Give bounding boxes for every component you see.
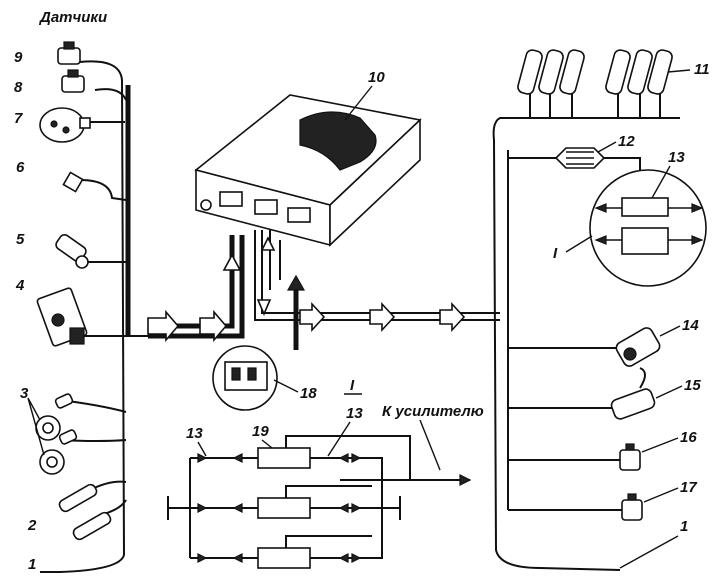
label-17: 17	[680, 479, 697, 496]
label-13-a: 13	[186, 425, 203, 442]
component-12	[554, 147, 606, 169]
label-14: 14	[682, 317, 699, 334]
label-to-amplifier: К усилителю	[382, 403, 484, 420]
label-5: 5	[16, 231, 25, 248]
label-4: 4	[15, 277, 25, 294]
right-actuator-harness	[492, 92, 680, 571]
label-7: 7	[14, 110, 23, 127]
component-17	[621, 493, 643, 521]
label-19: 19	[252, 423, 269, 440]
ecu-to-actuator-harness	[254, 230, 500, 350]
sensor-to-ecu-harness	[147, 235, 245, 343]
sensor-6	[62, 171, 84, 193]
label-15: 15	[684, 377, 701, 394]
label-9: 9	[14, 49, 23, 66]
sensor-4	[36, 287, 88, 347]
sensor-7	[39, 107, 91, 143]
label-10: 10	[368, 69, 385, 86]
injectors-11	[517, 49, 673, 95]
label-detail-I-heading: I	[350, 377, 355, 394]
component-16	[619, 443, 641, 471]
detail-I-circle	[589, 169, 707, 287]
sensor-9	[57, 41, 81, 65]
label-2: 2	[27, 517, 37, 534]
detail-I-schematic	[167, 419, 472, 569]
sensor-2-pair	[58, 483, 112, 541]
label-13-b: 13	[346, 405, 363, 422]
sensor-8	[61, 69, 85, 93]
label-1-right: 1	[680, 518, 688, 535]
label-detail-I-circle: I	[553, 245, 558, 262]
label-16: 16	[680, 429, 697, 446]
label-8: 8	[14, 79, 23, 96]
sensor-5	[55, 234, 89, 269]
component-15	[610, 367, 656, 420]
label-1-left: 1	[28, 556, 36, 573]
component-14	[615, 327, 661, 367]
label-13-circle: 13	[668, 149, 685, 166]
sensor-3-pair	[35, 393, 78, 475]
diagram-title: Датчики	[38, 9, 107, 26]
label-6: 6	[16, 159, 25, 176]
label-18: 18	[300, 385, 317, 402]
label-12: 12	[618, 133, 635, 150]
label-3: 3	[20, 385, 29, 402]
ecu-unit-10	[194, 94, 422, 247]
label-11: 11	[694, 61, 710, 78]
connector-detail-18	[212, 345, 278, 411]
